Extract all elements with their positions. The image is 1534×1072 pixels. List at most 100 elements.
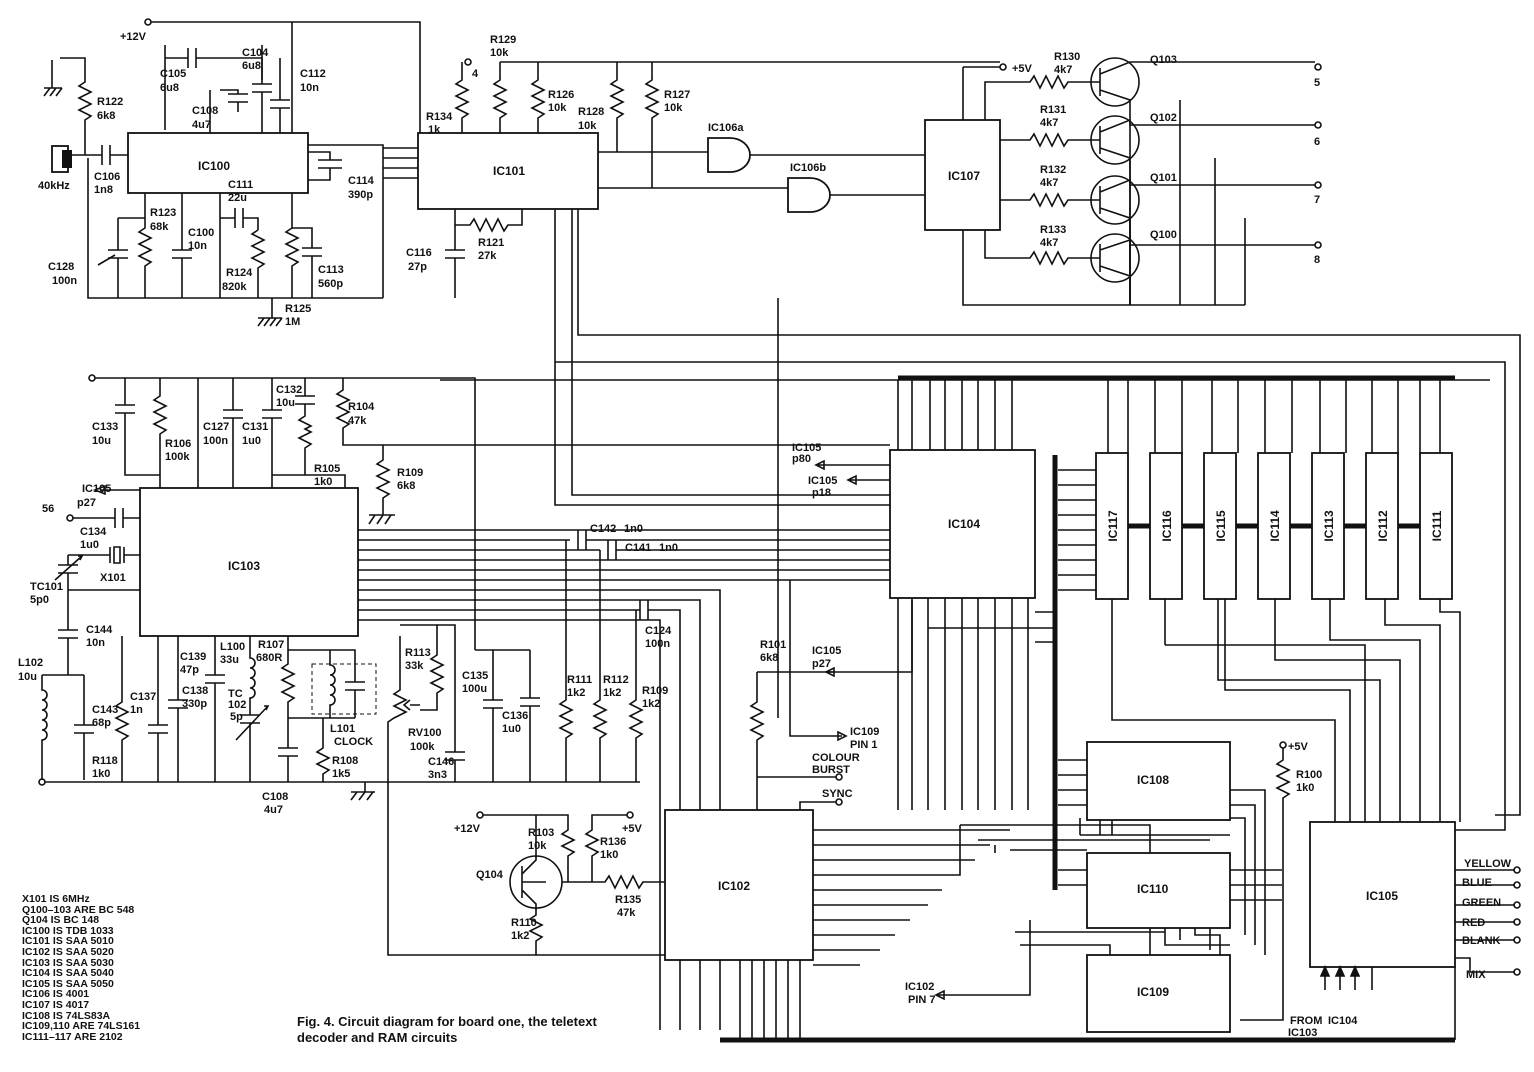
r121-label: R121 [478, 237, 504, 249]
l100-value: 33u [220, 654, 239, 666]
ic106a-label: IC106a [708, 122, 744, 134]
r135-label: R135 [615, 894, 641, 906]
c144-capacitor [58, 629, 78, 675]
v12-terminal [144, 18, 152, 26]
ic108-label: IC108 [1137, 773, 1169, 787]
ic113-label: IC113 [1322, 510, 1336, 542]
ic105-p27a-pin: p27 [77, 497, 96, 509]
x101-crystal [68, 546, 140, 564]
ic102-chip [664, 809, 814, 961]
c142-value: 1n0 [624, 523, 643, 535]
r131-resistor [1000, 132, 1090, 148]
ic105-p18-pin: p18 [812, 487, 831, 499]
l100-tc102 [235, 636, 270, 782]
ic101-label: IC101 [493, 164, 525, 178]
r110-label: R110 [511, 917, 537, 929]
c114-value: 390p [348, 189, 373, 201]
ic105-p18-label: IC105 [808, 475, 837, 487]
note-line: IC108 IS 74LS83A [22, 1009, 111, 1022]
r109a-resistor [375, 445, 391, 515]
ground-symbol-2 [257, 298, 283, 327]
c133-label: C133 [92, 421, 118, 433]
c133-value: 10u [92, 435, 111, 447]
tc102-value: 5p [230, 711, 243, 723]
r126-resistor [530, 62, 546, 133]
note-line: IC103 IS SAA 5030 [22, 956, 114, 969]
sync-label: SYNC [822, 788, 853, 800]
ic114-label: IC114 [1268, 510, 1282, 542]
r125-value: 1M [285, 316, 300, 328]
c104-label: C104 [242, 47, 269, 59]
out8-label: 8 [1314, 254, 1320, 266]
c105-label: C105 [160, 68, 186, 80]
c141-label: C141 [625, 542, 651, 554]
note-line: IC107 IS 4017 [22, 998, 90, 1011]
ic109-pin1-label: IC109 [850, 726, 879, 738]
output-yellow: YELLOW [1464, 858, 1512, 870]
r134-resistor [454, 62, 470, 133]
r123-label: R123 [150, 207, 176, 219]
ic102-pin7-pin: PIN 7 [908, 994, 936, 1006]
l101-label: L101 [330, 723, 355, 735]
ic101-chip [417, 132, 599, 210]
l101-inductor [288, 649, 365, 719]
r121-resistor [454, 209, 523, 233]
r135-resistor [562, 874, 665, 890]
r130-value: 4k7 [1054, 64, 1072, 76]
note-line: Q100–103 ARE BC 548 [22, 903, 135, 916]
r136-label: R136 [600, 836, 626, 848]
c142-label: C142 [590, 523, 616, 535]
ic103-chip [139, 487, 359, 637]
c138-capacitor [168, 636, 188, 782]
c141-value: 1n0 [659, 542, 678, 554]
c113-label: C113 [318, 264, 344, 276]
c128-capacitor [108, 218, 128, 298]
r108-resistor [315, 718, 331, 782]
tc101-value: 5p0 [30, 594, 49, 606]
ic105-label: IC105 [1366, 889, 1398, 903]
c136-capacitor [520, 650, 540, 782]
colour-burst-label: COLOUR [812, 752, 860, 764]
c128-value: 100n [52, 275, 77, 287]
r111-label: R111 [567, 674, 592, 686]
v5-q104-label: +5V [622, 823, 643, 835]
c100-capacitor [172, 193, 192, 298]
c112-capacitor [270, 58, 290, 133]
out5-label: 5 [1314, 77, 1320, 89]
from-ic104-label: IC104 [1328, 1015, 1358, 1027]
c139-label: C139 [180, 651, 206, 663]
c108-capacitor [209, 89, 248, 133]
ic104-ram-section: IC104 IC105 p80 IC105 p18 IC117 IC116 IC… [720, 375, 1521, 1043]
output-blue: BLUE [1462, 877, 1492, 889]
note-line: IC106 IS 4001 [22, 988, 90, 1001]
r125-resistor [284, 193, 300, 298]
c116-capacitor [445, 225, 465, 298]
ic101-section: 4 R134 1k R129 10k R126 10k R128 10k R12… [406, 34, 1322, 306]
c108b-value: 4u7 [264, 804, 283, 816]
ic102-label: IC102 [718, 879, 750, 893]
r107-label: R107 [258, 639, 284, 651]
r129-label: R129 [490, 34, 516, 46]
r124-resistor [250, 229, 266, 298]
r101-value: 6k8 [760, 652, 778, 664]
ic105-p27b-label: IC105 [812, 645, 841, 657]
r112-label: R112 [603, 674, 629, 686]
ic109-chip [1086, 954, 1231, 1033]
r106-label: R106 [165, 438, 191, 450]
q104-transistor: Q104 [476, 855, 563, 910]
ground-symbol-4 [350, 782, 375, 801]
r130-resistor [984, 74, 1090, 120]
ic115-label: IC115 [1214, 510, 1228, 542]
tc102-label: TC [228, 688, 243, 700]
r127-value: 10k [664, 102, 683, 114]
c135-capacitor [475, 649, 530, 782]
c127-capacitor [223, 378, 243, 488]
ic104-chip [889, 449, 1036, 599]
c132-value: 10u [276, 397, 295, 409]
c137-value: 1n [130, 704, 143, 716]
r111-value: 1k2 [567, 687, 585, 699]
c124-label: C124 [645, 625, 672, 637]
r124-value: 820k [222, 281, 247, 293]
x101-label: X101 [100, 572, 126, 584]
c144-value: 10n [86, 637, 105, 649]
